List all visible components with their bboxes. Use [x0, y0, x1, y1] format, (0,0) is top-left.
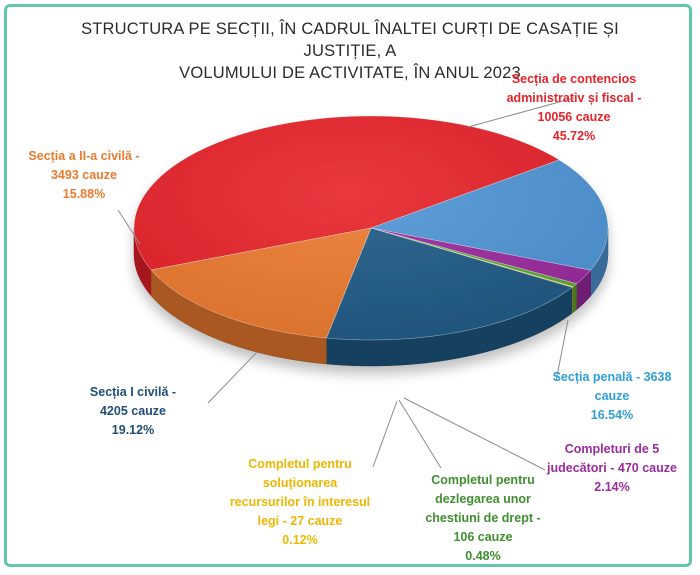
- data-label-line: judecători - 470 cauze: [546, 461, 677, 475]
- data-label-line: legi - 27 cauze: [258, 514, 343, 528]
- leader-line-completuri-de-5-judecatori: [403, 397, 546, 471]
- data-label-line: Completul pentru: [431, 473, 534, 487]
- leader-line-sectia-de-contencios-administrativ-si-fiscal: [467, 97, 575, 128]
- data-label-line: 15.88%: [63, 187, 105, 201]
- data-label-line: 0.48%: [465, 549, 500, 563]
- data-label-completul-pentru-solutionarea-recursurilor-in-interesul-legii: Completul pentru soluționarea recursurilor…: [230, 457, 370, 547]
- data-label-line: 106 cauze: [453, 530, 512, 544]
- data-label-completuri-de-5-judecatori: Completuri de 5 judecători - 470 cauze 2.1…: [546, 442, 677, 494]
- data-label-sectia-penala: Secția penală - 3638 cauze 16.54%: [553, 370, 672, 422]
- data-label-line: Secția penală - 3638: [553, 370, 672, 384]
- chart-title: STRUCTURA PE SECȚII, ÎN CADRUL ÎNALTEI C…: [40, 18, 660, 84]
- data-label-line: administrativ și fiscal -: [507, 91, 642, 105]
- data-label-line: 16.54%: [591, 408, 633, 422]
- leader-line-completul-pentru-solutionarea-recursurilor-in-interesul-legii: [372, 400, 398, 468]
- data-label-line: 0.12%: [282, 533, 317, 547]
- data-label-line: 4205 cauze: [100, 404, 166, 418]
- data-label-line: 2.14%: [594, 480, 629, 494]
- data-label-line: dezlegarea unor: [435, 492, 531, 506]
- leader-line-completul-pentru-dezlegarea-unor-chestiuni-de-drept: [398, 399, 442, 469]
- data-label-line: 19.12%: [112, 423, 154, 437]
- data-label-line: recursurilor în interesul: [230, 495, 370, 509]
- data-label-line: 10056 cauze: [538, 110, 611, 124]
- data-label-line: Secția I civilă -: [90, 385, 176, 399]
- leader-line-sectia-i-civila: [207, 351, 258, 404]
- data-label-line: chestiuni de drept -: [425, 511, 540, 525]
- data-label-line: Secția de contencios: [512, 72, 636, 86]
- data-label-line: 3493 cauze: [51, 168, 117, 182]
- leader-line-sectia-a-ii-a-civila: [117, 209, 141, 245]
- chart-title-line-1: STRUCTURA PE SECȚII, ÎN CADRUL ÎNALTEI C…: [81, 20, 619, 60]
- data-label-sectia-de-contencios-administrativ-si-fiscal: Secția de contencios administrativ și fis…: [507, 72, 642, 143]
- data-label-sectia-a-ii-a-civila: Secția a II-a civilă - 3493 cauze 15.88%: [28, 149, 139, 201]
- data-label-sectia-i-civila: Secția I civilă - 4205 cauze 19.12%: [90, 385, 176, 437]
- slice-side-completul-pentru-dezlegarea-unor-chestiuni-de-drept: [572, 283, 577, 314]
- data-label-line: soluționarea: [263, 476, 338, 490]
- leader-line-sectia-penala: [555, 319, 569, 382]
- data-label-line: Completul pentru: [248, 457, 351, 471]
- data-label-line: 45.72%: [553, 129, 595, 143]
- data-label-line: Secția a II-a civilă -: [28, 149, 139, 163]
- chart-title-line-2: VOLUMULUI DE ACTIVITATE, ÎN ANUL 2023: [179, 64, 521, 82]
- data-label-line: cauze: [595, 389, 630, 403]
- data-label-line: Completuri de 5: [565, 442, 660, 456]
- data-label-completul-pentru-dezlegarea-unor-chestiuni-de-drept: Completul pentru dezlegarea unor chestiuni…: [425, 473, 540, 563]
